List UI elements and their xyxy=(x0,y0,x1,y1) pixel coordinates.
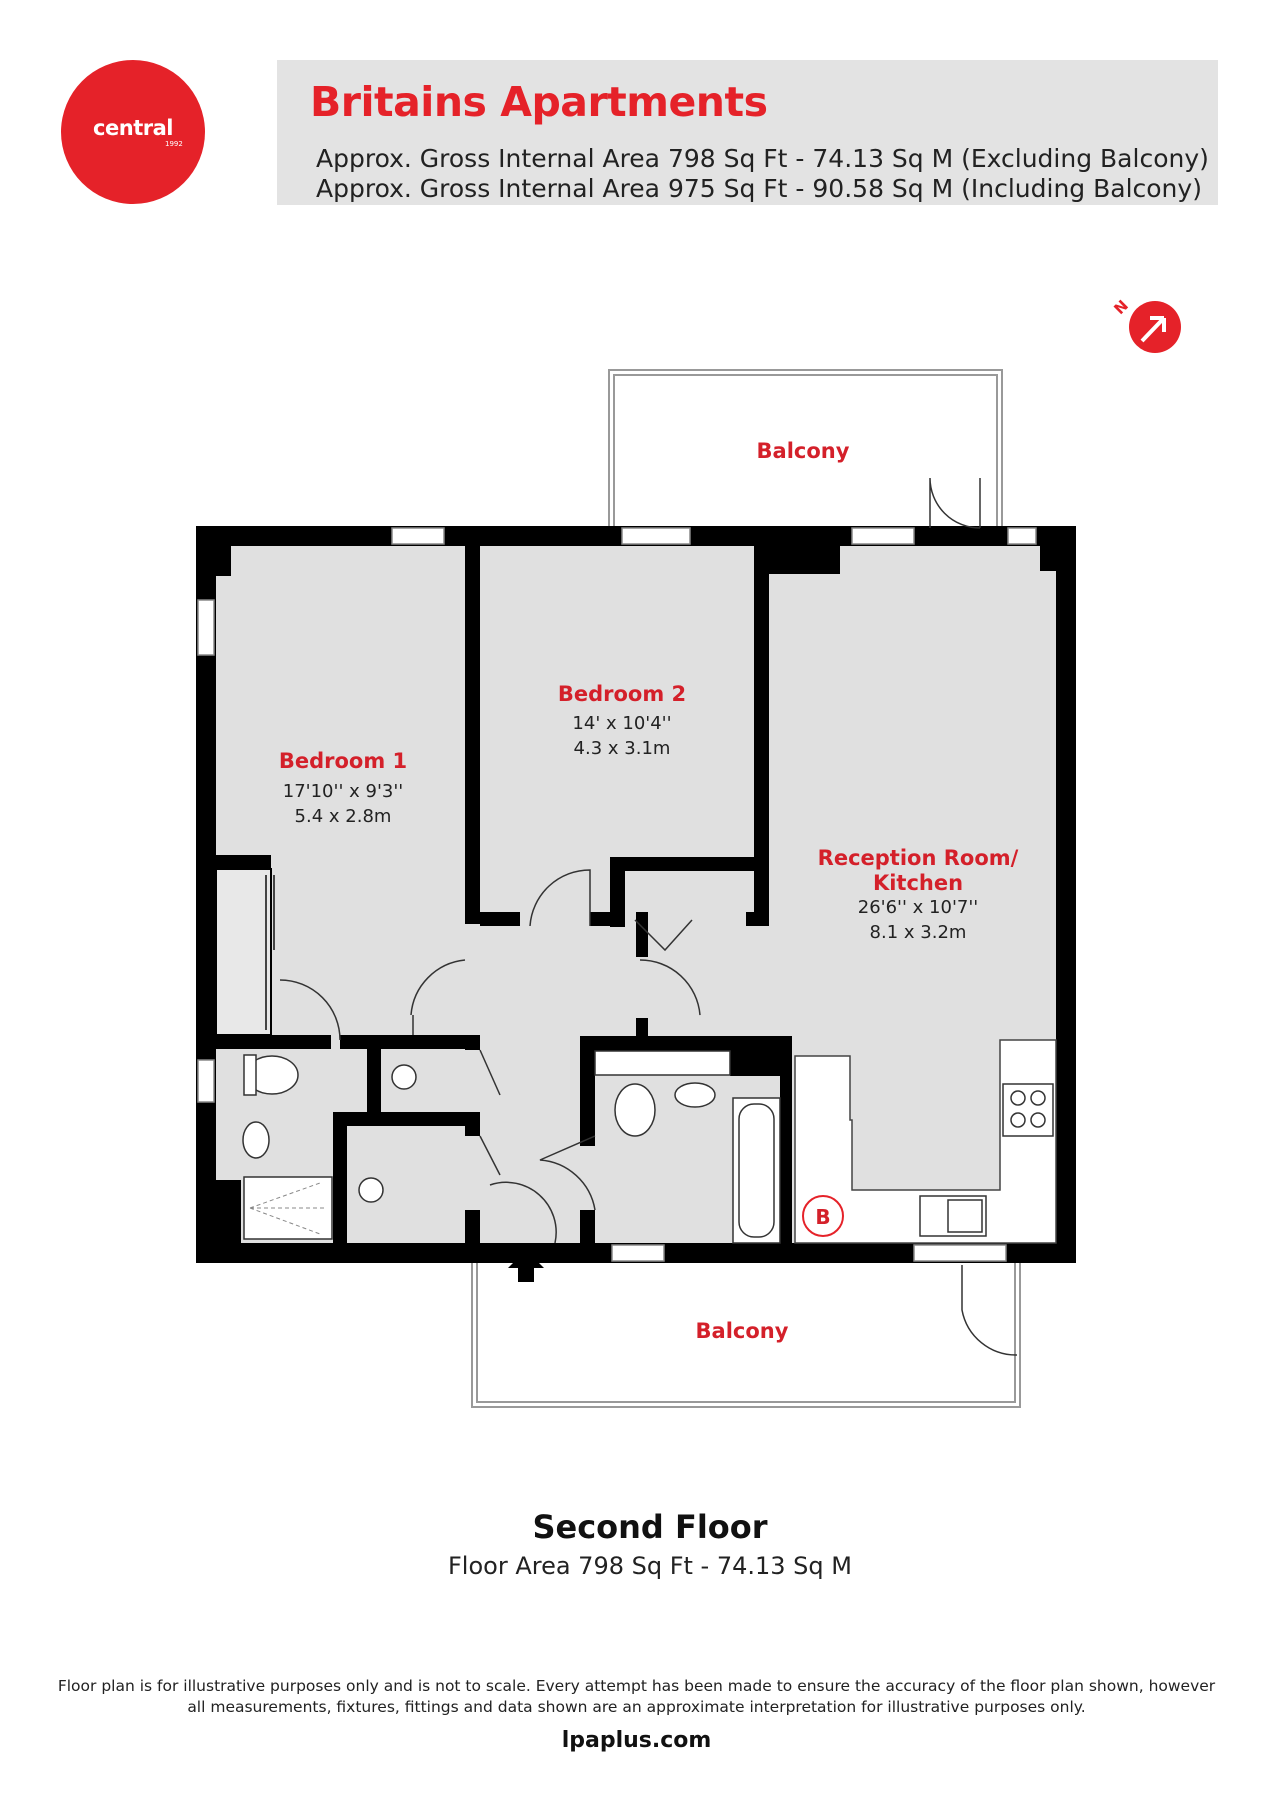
doors xyxy=(279,477,1018,1356)
bedroom1-metric: 5.4 x 2.8m xyxy=(295,806,392,827)
north-arrow-icon: N xyxy=(1110,296,1181,353)
header-panel: Britains Apartments Approx. Gross Intern… xyxy=(277,60,1218,205)
balcony-top-label: Balcony xyxy=(757,439,850,463)
reception-label-line2: Kitchen xyxy=(873,871,963,895)
disclaimer-line2: all measurements, fixtures, fittings and… xyxy=(187,1698,1086,1716)
bedroom2-metric: 4.3 x 3.1m xyxy=(574,738,671,759)
disclaimer-line1: Floor plan is for illustrative purposes … xyxy=(57,1677,1216,1695)
bathroom-fixtures xyxy=(594,1050,781,1244)
property-title: Britains Apartments xyxy=(310,78,768,126)
compass-label: N xyxy=(1110,296,1132,318)
central-logo: central 1992 xyxy=(61,60,205,204)
toilet-icon xyxy=(614,1083,656,1137)
bedroom1-imperial: 17'10'' x 9'3'' xyxy=(283,781,404,802)
bedroom2-imperial: 14' x 10'4'' xyxy=(572,713,671,734)
reception-label-line1: Reception Room/ xyxy=(818,846,1019,870)
area-excluding-balcony: Approx. Gross Internal Area 798 Sq Ft - … xyxy=(316,144,1209,173)
water-heater-icon xyxy=(358,1177,384,1203)
sink-icon xyxy=(919,1195,987,1237)
disclaimer: Floor plan is for illustrative purposes … xyxy=(40,1676,1233,1718)
site-link[interactable]: lpaplus.com xyxy=(561,1728,712,1753)
bedroom2-label: Bedroom 2 xyxy=(558,682,686,706)
interior-walls xyxy=(216,528,792,1243)
bedroom1-label: Bedroom 1 xyxy=(279,749,407,773)
reception-imperial: 26'6'' x 10'7'' xyxy=(858,897,979,918)
floor-title: Second Floor xyxy=(532,1508,768,1546)
hob-icon xyxy=(1002,1083,1054,1137)
balcony-bottom-label: Balcony xyxy=(696,1319,789,1343)
wardrobe xyxy=(215,868,275,1036)
basin-icon xyxy=(674,1082,716,1108)
boiler-icon xyxy=(802,1195,844,1237)
balcony-bottom xyxy=(471,1261,1021,1408)
area-including-balcony: Approx. Gross Internal Area 975 Sq Ft - … xyxy=(316,174,1202,203)
reception-metric: 8.1 x 3.2m xyxy=(870,922,967,943)
ensuite-fixtures xyxy=(242,1054,333,1240)
logo-text: central xyxy=(93,116,173,140)
logo-year: 1992 xyxy=(165,140,183,148)
cylinder-icon xyxy=(391,1064,417,1090)
kitchen-units: B xyxy=(794,1039,1057,1244)
basin-icon xyxy=(242,1121,270,1159)
floor-area xyxy=(196,528,1076,1263)
boiler-label: B xyxy=(815,1205,830,1229)
windows xyxy=(197,527,1037,1262)
entrance-arrow-icon xyxy=(508,1250,544,1282)
floor-area-text: Floor Area 798 Sq Ft - 74.13 Sq M xyxy=(447,1552,852,1580)
